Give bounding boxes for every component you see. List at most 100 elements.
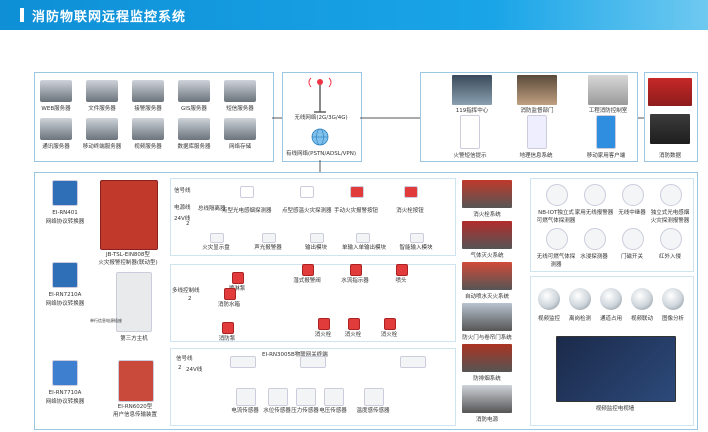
water-device-label: 喷头 (395, 278, 407, 284)
water-device (222, 322, 234, 334)
firefighter-photo (650, 114, 690, 144)
smart-device-label: NB-IOT独立式可燃气体探测器 (536, 210, 576, 224)
smart-device-label: 红外入侵 (658, 254, 681, 260)
server-label: 网络存储 (228, 144, 251, 150)
dome-camera (538, 288, 560, 310)
smart-device (622, 184, 644, 206)
v24-label: 24V线 (174, 216, 191, 222)
iot-gateway (400, 356, 426, 368)
system-photo (462, 385, 512, 413)
alarm-device (356, 233, 370, 243)
client-supervise-label: 消防监督部门 (520, 108, 554, 114)
system-photo-label: 防排烟系统 (473, 376, 501, 382)
system-photo (462, 303, 512, 331)
alarm-controller-cabinet (100, 180, 158, 250)
water-device-label: 消防泵 (218, 336, 236, 342)
client-control-photo (588, 75, 628, 105)
converter-desc: 网络协议转换器 (45, 301, 85, 307)
iot-sensor (296, 388, 316, 406)
camera-label: 图像分析 (661, 316, 684, 322)
alarm-device (210, 233, 224, 243)
network-group (282, 72, 362, 162)
smart-device (546, 184, 568, 206)
alarm-device (262, 233, 276, 243)
water-ctrl-label: 多线控制线 (172, 288, 200, 294)
iot-signal-label: 信号线 (176, 356, 193, 362)
panel-p3-label: EI-RN6020型 用户信息传输装置 (112, 404, 157, 418)
panel-p2-small: 单行信息电源插座 (90, 318, 122, 323)
iot-sensor-label: 电流传感器 (231, 408, 259, 414)
panel-p1-label: JB-TSL-EIN808型 火灾报警控制器(联动型) (98, 252, 158, 266)
dome-camera (662, 288, 684, 310)
water-device (396, 264, 408, 276)
smart-device (660, 228, 682, 250)
detector-device (240, 186, 254, 198)
sms-phone (460, 115, 480, 149)
iot-sensor-label: 水位传感器 (263, 408, 291, 414)
server-unit (224, 80, 256, 102)
client-gis-label: 地理信息系统 (519, 153, 553, 159)
water-device-label: 喷淋泵 (228, 286, 246, 292)
server-label: 通讯服务器 (42, 144, 70, 150)
converter-device (52, 180, 78, 206)
smart-device-label: 门磁开关 (620, 254, 643, 260)
iot-sensor (236, 388, 256, 406)
server-unit (178, 118, 210, 140)
system-photo-label: 消防电源 (475, 417, 498, 423)
server-label: WEB服务器 (41, 106, 71, 112)
water-n2-label: 2 (188, 296, 192, 302)
server-label: 移动终端服务器 (82, 144, 122, 150)
client-sms-label: 火警短信提示 (453, 153, 487, 159)
iot-sensor-label: 电压传感器 (319, 408, 347, 414)
water-device (318, 318, 330, 330)
water-device (348, 318, 360, 330)
server-label: 文件服务器 (88, 106, 116, 112)
server-label: GIS服务器 (181, 106, 207, 112)
detector-device (350, 186, 364, 198)
n2-label: 2 (186, 221, 190, 227)
server-unit (40, 118, 72, 140)
smart-device (622, 228, 644, 250)
third-party-host (116, 272, 152, 332)
dome-camera (569, 288, 591, 310)
water-device-label: 消防水箱 (217, 302, 240, 308)
server-unit (132, 118, 164, 140)
converter-device (52, 360, 78, 386)
detector-label: 消火栓按钮 (396, 208, 424, 214)
water-device-label: 水流指示器 (341, 278, 369, 284)
signal-label: 信号线 (174, 188, 191, 194)
gis-phone (527, 115, 547, 149)
converter-name: EI-RN401 (52, 210, 78, 216)
user-info-device (118, 360, 154, 402)
camera-label: 离岗检测 (568, 316, 591, 322)
server-unit (86, 118, 118, 140)
iot-sensor (268, 388, 288, 406)
water-section (170, 264, 456, 342)
camera-label: 视频联动 (630, 316, 653, 322)
water-device-label: 消火栓 (344, 332, 362, 338)
page-title: 消防物联网远程监控系统 (32, 10, 187, 25)
dome-camera (600, 288, 622, 310)
iot-sensor-label: 压力传感器 (291, 408, 319, 414)
converter-device (52, 262, 78, 288)
system-photo (462, 221, 512, 249)
alarm-device (310, 233, 324, 243)
iot-gateway (300, 356, 326, 368)
iot-n2-label: 2 (178, 365, 182, 371)
server-label: 数据库服务器 (177, 144, 211, 150)
iot-sensor-label: 温度感传感器 (356, 408, 390, 414)
camera-label: 视频监控 (537, 316, 560, 322)
smart-device (584, 228, 606, 250)
smart-device-label: 无线中继器 (618, 210, 646, 216)
detector-label: 手动火灾报警按钮 (333, 208, 378, 214)
iot-gateway (230, 356, 256, 368)
system-photo (462, 344, 512, 372)
smart-device (584, 184, 606, 206)
detector-label: 点型感温火灾探测器 (282, 208, 332, 214)
panel-p2-label: 第三方主机 (120, 336, 148, 342)
water-device (232, 272, 244, 284)
smart-device (546, 228, 568, 250)
server-label: 接警服务器 (134, 106, 162, 112)
alarm-device-label: 火灾显示盘 (202, 245, 230, 251)
server-unit (86, 80, 118, 102)
